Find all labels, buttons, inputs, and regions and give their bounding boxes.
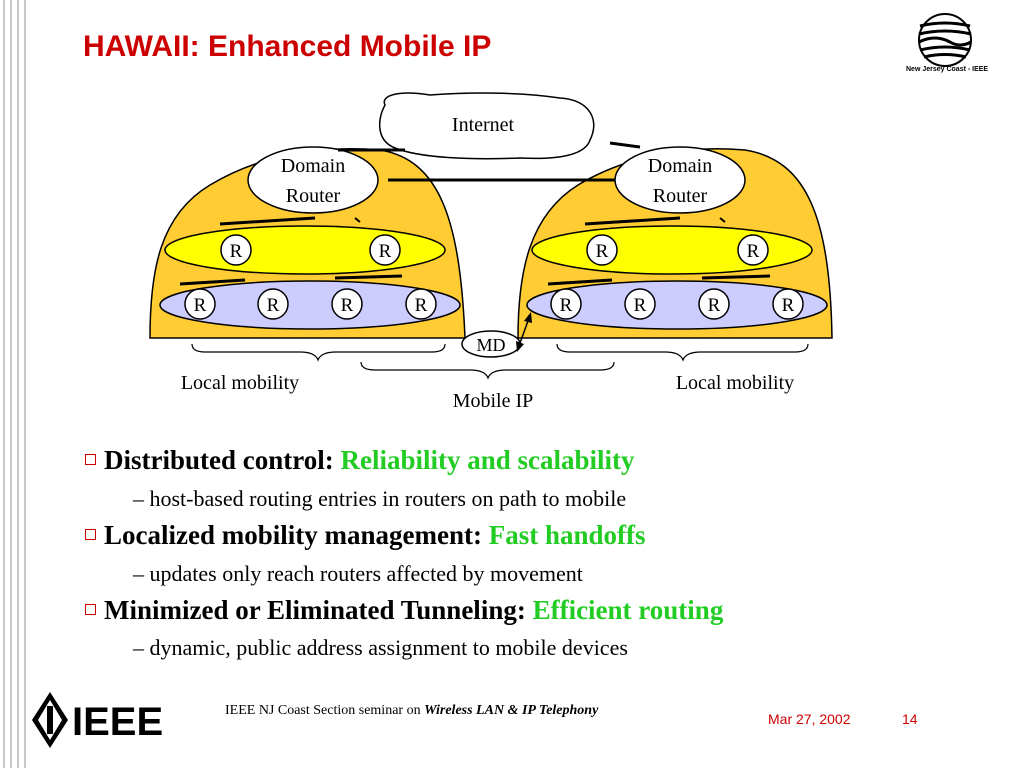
right-lower-ring	[526, 280, 828, 330]
svg-text:R: R	[415, 295, 428, 316]
bullet-distributed-control: Distributed control: Reliability and sca…	[85, 445, 635, 476]
left-border-line	[24, 0, 26, 768]
nj-coast-logo	[918, 13, 972, 67]
svg-text:R: R	[230, 241, 243, 262]
router: R	[331, 288, 363, 320]
link	[354, 217, 361, 223]
internet-label: Internet	[452, 114, 515, 136]
router: R	[698, 288, 730, 320]
link	[609, 141, 641, 149]
sub-bullet: – updates only reach routers affected by…	[133, 561, 583, 586]
page-number: 14	[902, 711, 918, 727]
svg-text:R: R	[782, 295, 795, 316]
left-local-mobility-brace	[191, 343, 446, 362]
left-upper-ring	[164, 225, 446, 275]
svg-text:R: R	[634, 295, 647, 316]
slide-title: HAWAII: Enhanced Mobile IP	[83, 30, 492, 63]
router: R	[220, 234, 252, 266]
router: R	[737, 234, 769, 266]
link	[719, 217, 726, 223]
router: R	[257, 288, 289, 320]
svg-text:R: R	[708, 295, 721, 316]
right-domain-router-line2: Router	[653, 185, 708, 207]
network-diagram: Internet Domain Router Domain Router R R…	[149, 92, 833, 412]
ieee-logo-text: IEEE	[72, 700, 163, 744]
sub-bullet: – dynamic, public address assignment to …	[133, 635, 628, 660]
right-upper-ring	[531, 225, 813, 275]
svg-text:R: R	[267, 295, 280, 316]
right-local-mobility-brace	[556, 343, 809, 362]
mobile-ip-brace	[360, 361, 615, 380]
left-domain-router	[247, 146, 379, 214]
router: R	[586, 234, 618, 266]
bullet-box-icon	[85, 454, 96, 466]
svg-text:R: R	[379, 241, 392, 262]
bullet-box-icon	[85, 604, 96, 616]
nj-coast-logo-text: New Jersey Coast - IEEE	[906, 66, 989, 73]
svg-text:R: R	[596, 241, 609, 262]
mobile-device-label: MD	[476, 335, 505, 355]
link	[547, 278, 613, 286]
left-domain-router-line2: Router	[286, 185, 341, 207]
bullet-minimized-tunneling: Minimized or Eliminated Tunneling: Effic…	[85, 595, 723, 626]
movement-arrow	[518, 317, 530, 347]
router: R	[624, 288, 656, 320]
link	[179, 278, 246, 286]
svg-text:R: R	[560, 295, 573, 316]
left-border-line	[3, 0, 5, 768]
ieee-logo: IEEE	[32, 692, 163, 748]
svg-text:R: R	[194, 295, 207, 316]
bullet-localized-mobility: Localized mobility management: Fast hand…	[85, 520, 645, 551]
left-domain-router-line1: Domain	[281, 155, 345, 177]
left-border-line	[10, 0, 12, 768]
right-domain-router-line1: Domain	[648, 155, 712, 177]
left-lower-ring	[159, 280, 461, 330]
svg-text:R: R	[341, 295, 354, 316]
mobile-ip-label: Mobile IP	[453, 390, 534, 412]
footer-date: Mar 27, 2002	[768, 711, 851, 727]
link	[584, 216, 681, 226]
link	[701, 274, 771, 280]
left-border-line	[17, 0, 19, 768]
footer-seminar: IEEE NJ Coast Section seminar on Wireles…	[225, 703, 599, 718]
link	[334, 274, 403, 280]
left-local-mobility-label: Local mobility	[181, 372, 299, 394]
router: R	[405, 288, 437, 320]
sub-bullet: – host-based routing entries in routers …	[133, 486, 627, 511]
router: R	[772, 288, 804, 320]
bullet-box-icon	[85, 529, 96, 541]
router: R	[550, 288, 582, 320]
router: R	[369, 234, 401, 266]
svg-text:R: R	[747, 241, 760, 262]
router: R	[184, 288, 216, 320]
right-local-mobility-label: Local mobility	[676, 372, 794, 394]
link	[219, 216, 316, 226]
